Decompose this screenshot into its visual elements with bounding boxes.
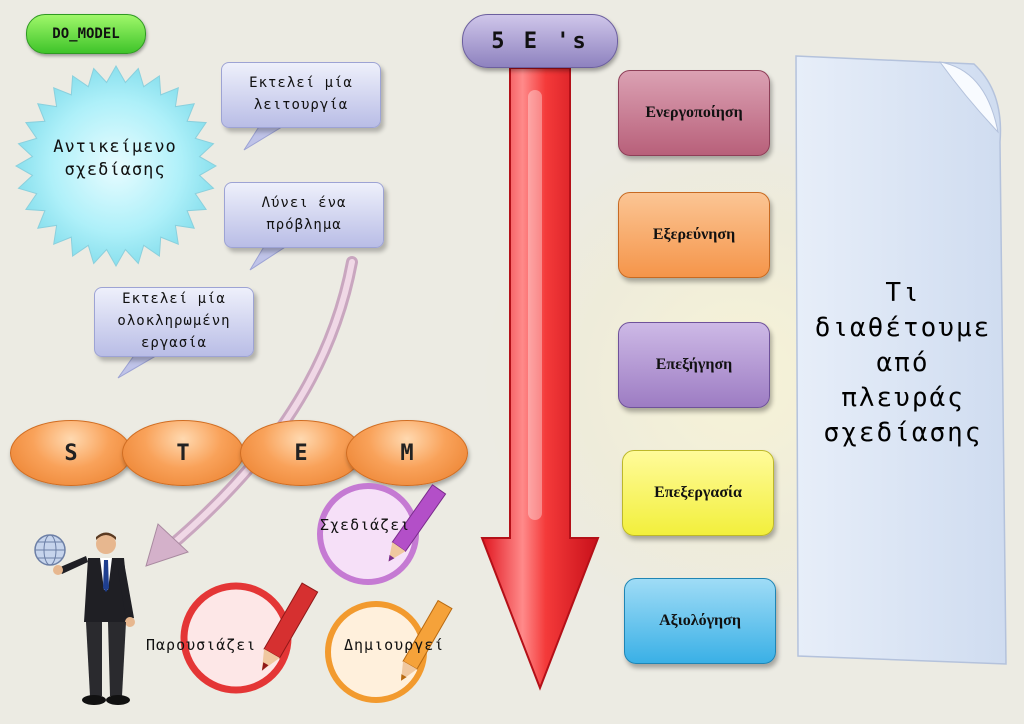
callout-task-text: Εκτελεί μία ολοκληρωμένη εργασία — [117, 291, 231, 351]
design-circle-graphic — [317, 483, 447, 585]
callout-problem-text: Λύνει ένα πρόβλημα — [261, 195, 347, 233]
callout-problem: Λύνει ένα πρόβλημα — [224, 182, 384, 248]
phase-explore: Εξερεύνηση — [618, 192, 770, 278]
phase-elaborate: Επεξεργασία — [622, 450, 774, 536]
businessman-figure — [34, 532, 135, 705]
create-circle-graphic — [325, 599, 453, 703]
stem-letter-m: M — [400, 440, 414, 466]
do-model-tag: DO_MODEL — [26, 14, 146, 54]
phase-explore-label: Εξερεύνηση — [652, 226, 736, 243]
phase-engage-label: Ενεργοποίηση — [645, 104, 743, 121]
phase-explain: Επεξήγηση — [618, 322, 770, 408]
pencil-icon — [401, 599, 453, 681]
paper-scroll — [795, 55, 1007, 665]
paper-text: Τι διαθέτουμε από πλευράς σχεδίασης — [814, 278, 992, 449]
stem-letter-s: S — [64, 440, 78, 466]
phase-engage: Ενεργοποίηση — [618, 70, 770, 156]
phase-evaluate: Αξιολόγηση — [624, 578, 776, 664]
action-present-label: Παρουσιάζει — [146, 636, 257, 654]
starburst-label: Αντικείμενο σχεδίασης — [53, 137, 177, 180]
stem-pill-e: E — [240, 420, 362, 486]
phase-explain-label: Επεξήγηση — [655, 356, 733, 373]
stem-letter-t: T — [176, 440, 190, 466]
pencil-icon — [388, 484, 447, 562]
stem-pill-m: M — [346, 420, 468, 486]
callout-task: Εκτελεί μία ολοκληρωμένη εργασία — [94, 287, 254, 357]
action-design-label: Σχεδιάζει — [320, 516, 411, 534]
present-circle-graphic — [180, 582, 319, 694]
five-es-title: 5 E 's — [462, 14, 618, 68]
callout-function: Εκτελεί μία λειτουργία — [221, 62, 381, 128]
curved-arrow — [145, 256, 358, 567]
five-es-arrow — [480, 67, 600, 691]
callout-function-text: Εκτελεί μία λειτουργία — [249, 75, 353, 113]
stem-letter-e: E — [294, 440, 308, 466]
phase-evaluate-label: Αξιολόγηση — [659, 612, 741, 629]
starburst-shape — [14, 64, 218, 268]
globe-icon — [34, 534, 66, 566]
stem-pill-s: S — [10, 420, 132, 486]
phase-elaborate-label: Επεξεργασία — [654, 484, 742, 501]
stem-pill-t: T — [122, 420, 244, 486]
action-create-label: Δημιουργεί — [344, 636, 445, 654]
pencil-icon — [261, 582, 319, 671]
